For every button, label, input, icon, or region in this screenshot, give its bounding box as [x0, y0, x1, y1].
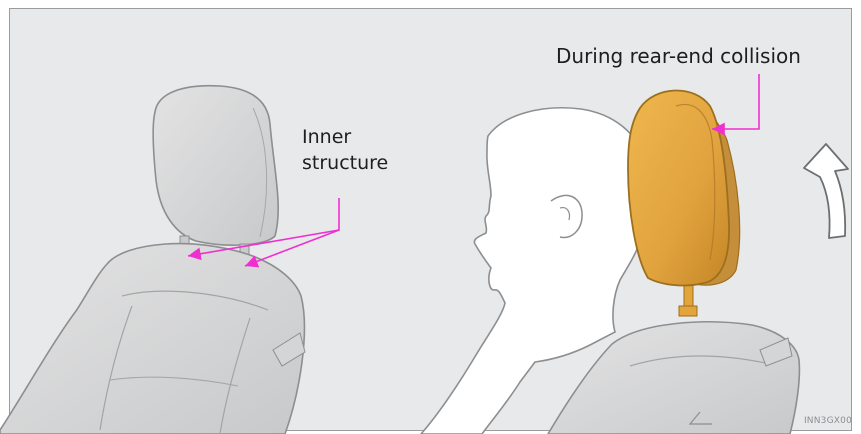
- motion-arrow-icon: [804, 144, 848, 238]
- rear-end-collision-label: During rear-end collision: [556, 42, 801, 70]
- seat-icon: [0, 244, 304, 434]
- inner-structure-label: Inner structure: [302, 124, 388, 176]
- headrest-icon: [153, 86, 278, 245]
- inner-structure-line2: structure: [302, 150, 388, 176]
- image-code: INN3GX00: [804, 416, 852, 426]
- headrest-icon-active: [628, 90, 729, 285]
- inner-structure-line1: Inner: [302, 124, 388, 150]
